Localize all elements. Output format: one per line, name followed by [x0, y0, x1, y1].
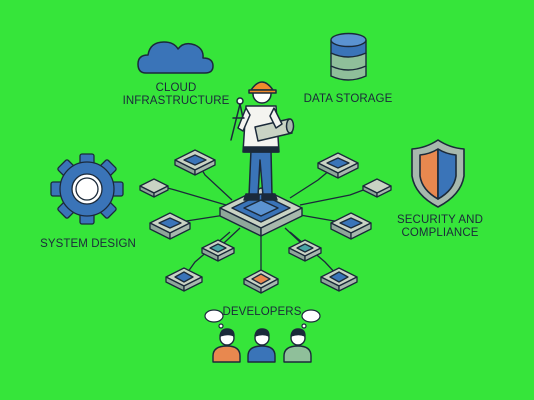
developer-avatar: [212, 328, 241, 363]
thought-bubble-icon: [301, 309, 321, 329]
developer-avatar: [247, 328, 276, 363]
connector-line: [159, 185, 227, 206]
chip-node-icon: [243, 269, 279, 294]
chip-node-icon: [149, 212, 191, 240]
chip-node-icon: [362, 178, 392, 198]
data-storage-label: DATA STORAGE: [303, 93, 393, 105]
database-icon: [330, 32, 367, 81]
chip-node-icon: [317, 152, 359, 179]
engineer-figure: [230, 81, 295, 201]
security-label-line1: SECURITY AND: [397, 214, 483, 226]
compass-icon: [230, 97, 245, 141]
chip-node-icon: [330, 212, 372, 240]
security-compliance-label: SECURITY AND COMPLIANCE: [393, 214, 487, 240]
cloud-label-line2: INFRASTRUCTURE: [122, 95, 230, 107]
chip-node-icon: [174, 149, 216, 176]
chip-node-icon: [288, 239, 322, 262]
chip-nodes: [139, 149, 392, 294]
security-label-line2: COMPLIANCE: [401, 227, 479, 239]
system-design-label: SYSTEM DESIGN: [40, 238, 136, 250]
cloud-label-line1: CLOUD: [155, 82, 197, 94]
gear-icon: [50, 153, 124, 225]
chip-node-icon: [139, 178, 169, 198]
developers-label: DEVELOPERS: [222, 306, 302, 318]
cloud-infrastructure-label: CLOUD INFRASTRUCTURE: [120, 82, 232, 108]
shield-icon: [411, 139, 465, 208]
chip-node-icon: [201, 239, 235, 262]
chip-node-icon: [165, 267, 203, 292]
cloud-icon: [137, 41, 214, 74]
developer-avatar: [283, 328, 312, 363]
thought-bubble-icon: [204, 309, 224, 329]
central-hub-platform: [219, 187, 303, 237]
chip-node-icon: [320, 267, 358, 292]
